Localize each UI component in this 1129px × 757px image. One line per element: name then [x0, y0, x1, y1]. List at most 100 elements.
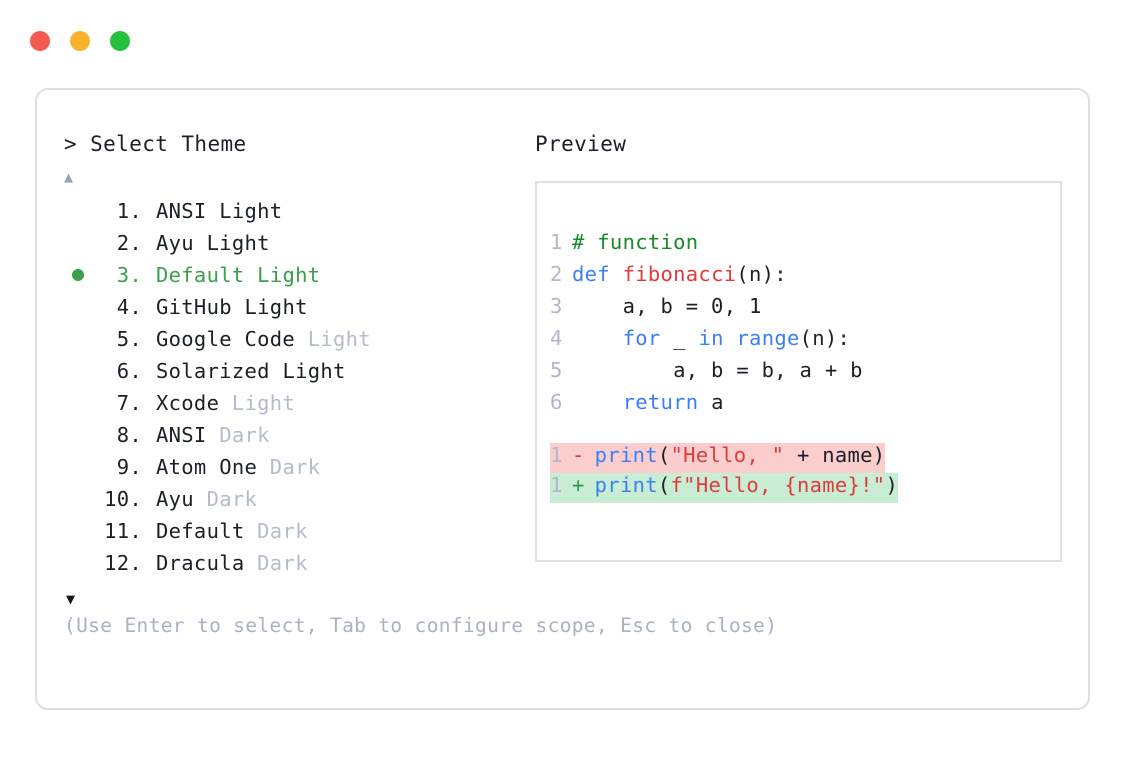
code-token: in	[698, 326, 724, 350]
theme-item-variant: Light	[307, 327, 371, 351]
code-token: + name)	[784, 443, 886, 467]
theme-item-name: GitHub	[156, 295, 232, 319]
code-token: # function	[572, 230, 699, 254]
scroll-down-icon[interactable]: ▼	[66, 590, 76, 608]
spacer	[245, 519, 258, 543]
theme-item-index: 4.	[116, 295, 142, 319]
code-token	[572, 390, 623, 414]
theme-list-item[interactable]: 12. Dracula Dark	[64, 547, 534, 579]
preview-label: Preview	[535, 132, 627, 156]
theme-item-index: 8.	[116, 423, 142, 447]
theme-item-index: 12.	[104, 551, 142, 575]
code-line-number: 1	[550, 230, 563, 254]
page-title: > Select Theme	[64, 132, 247, 156]
diff-sign: +	[572, 473, 585, 497]
theme-item-index: 9.	[116, 455, 142, 479]
theme-item-variant: Dark	[257, 551, 308, 575]
spacer	[245, 551, 258, 575]
code-token: "Hello, "	[670, 443, 785, 467]
theme-item-variant: Light	[244, 295, 308, 319]
theme-item-variant: Light	[257, 263, 321, 287]
theme-item-variant: Light	[282, 359, 346, 383]
code-token: a, b = b, a + b	[572, 358, 863, 382]
theme-item-name: Google Code	[156, 327, 296, 351]
code-token: range	[736, 326, 800, 350]
selected-bullet-icon	[72, 269, 84, 281]
spacer	[219, 391, 232, 415]
theme-item-variant: Dark	[206, 487, 258, 511]
spacer	[232, 295, 245, 319]
code-line: 5 a, b = b, a + b	[550, 358, 1054, 390]
theme-list-item[interactable]: 7.Xcode Light	[64, 387, 534, 419]
code-token: fibonacci	[622, 262, 737, 286]
minimize-button[interactable]	[70, 31, 90, 51]
theme-list-item[interactable]: 5.Google Code Light	[64, 323, 534, 355]
theme-list-item[interactable]: 2.Ayu Light	[64, 227, 534, 259]
theme-item-name: Default	[156, 263, 245, 287]
close-button[interactable]	[30, 31, 50, 51]
code-token: (	[657, 473, 671, 497]
theme-list-item[interactable]: 10. Ayu Dark	[64, 483, 534, 515]
theme-item-index: 7.	[116, 391, 142, 415]
code-line: 2 def fibonacci(n):	[550, 262, 1054, 294]
spacer	[207, 423, 220, 447]
code-token: print	[594, 473, 658, 497]
preview-pane: Preview 1 # function 2 def fibonacci(n): 3 a…	[535, 130, 1065, 562]
theme-item-name: Dracula	[156, 551, 245, 575]
theme-item-variant: Light	[206, 231, 270, 255]
window-controls	[30, 31, 130, 51]
code-token	[572, 326, 623, 350]
theme-list-item[interactable]: 11.Default Dark	[64, 515, 534, 547]
diff-added-line: 1+print(f"Hello, {name}!")	[550, 473, 899, 503]
code-line-content: a, b = 0, 1	[572, 294, 762, 318]
code-line-content: # function	[572, 230, 698, 254]
code-token: return	[622, 390, 699, 414]
code-line: 4 for _ in range(n):	[550, 326, 1054, 358]
code-line: 3 a, b = 0, 1	[550, 294, 1054, 326]
theme-item-variant: Dark	[257, 519, 308, 543]
scroll-up-icon[interactable]: ▲	[64, 168, 74, 186]
theme-item-name: ANSI	[156, 423, 207, 447]
theme-item-index: 6.	[116, 359, 142, 383]
diff-line-content: print("Hello, " + name)	[595, 443, 886, 467]
theme-list-item[interactable]: 9.Atom One Dark	[64, 451, 534, 483]
code-token	[724, 326, 737, 350]
theme-list-item[interactable]: 3.Default Light	[64, 259, 534, 291]
theme-item-name: Ayu	[156, 487, 194, 511]
theme-item-name: ANSI	[156, 199, 207, 223]
theme-list-item[interactable]: 6.Solarized Light	[64, 355, 534, 387]
code-line-content: def fibonacci(n):	[572, 262, 787, 286]
theme-item-name: Atom One	[156, 455, 258, 479]
diff-lines: 1-print("Hello, " + name)1+print(f"Hello…	[550, 443, 1054, 503]
theme-list-item[interactable]: 4. GitHub Light	[64, 291, 534, 323]
code-token: (n):	[736, 262, 787, 286]
theme-list-item[interactable]: 8.ANSI Dark	[64, 419, 534, 451]
preview-box: 1 # function 2 def fibonacci(n): 3 a, b = 0,…	[535, 181, 1062, 562]
maximize-button[interactable]	[110, 31, 130, 51]
theme-list-item[interactable]: 1.ANSI Light	[64, 195, 534, 227]
code-line-content: a, b = b, a + b	[572, 358, 863, 382]
code-token: (n):	[799, 326, 851, 350]
theme-item-index: 10.	[104, 487, 142, 511]
code-line-number: 3	[550, 294, 563, 318]
code-sample: 1 # function 2 def fibonacci(n): 3 a, b = 0,…	[550, 230, 1054, 503]
code-line-content: for _ in range(n):	[572, 326, 850, 350]
code-token: _	[660, 326, 699, 350]
diff-sign: -	[572, 443, 585, 467]
keyboard-help-text: (Use Enter to select, Tab to configure s…	[64, 614, 778, 637]
code-line-number: 2	[550, 262, 563, 286]
code-lines: 1 # function 2 def fibonacci(n): 3 a, b = 0,…	[550, 230, 1054, 422]
theme-item-name: Xcode	[156, 391, 220, 415]
code-token: )	[885, 473, 899, 497]
diff-line-content: print(f"Hello, {name}!")	[595, 473, 898, 497]
code-token: (	[657, 443, 671, 467]
selected-bullet-slot	[64, 269, 96, 281]
code-token: for	[622, 326, 661, 350]
code-token: a	[698, 390, 724, 414]
code-line: 1 # function	[550, 230, 1054, 262]
theme-item-variant: Light	[219, 199, 283, 223]
spacer	[295, 327, 308, 351]
spacer	[194, 487, 207, 511]
